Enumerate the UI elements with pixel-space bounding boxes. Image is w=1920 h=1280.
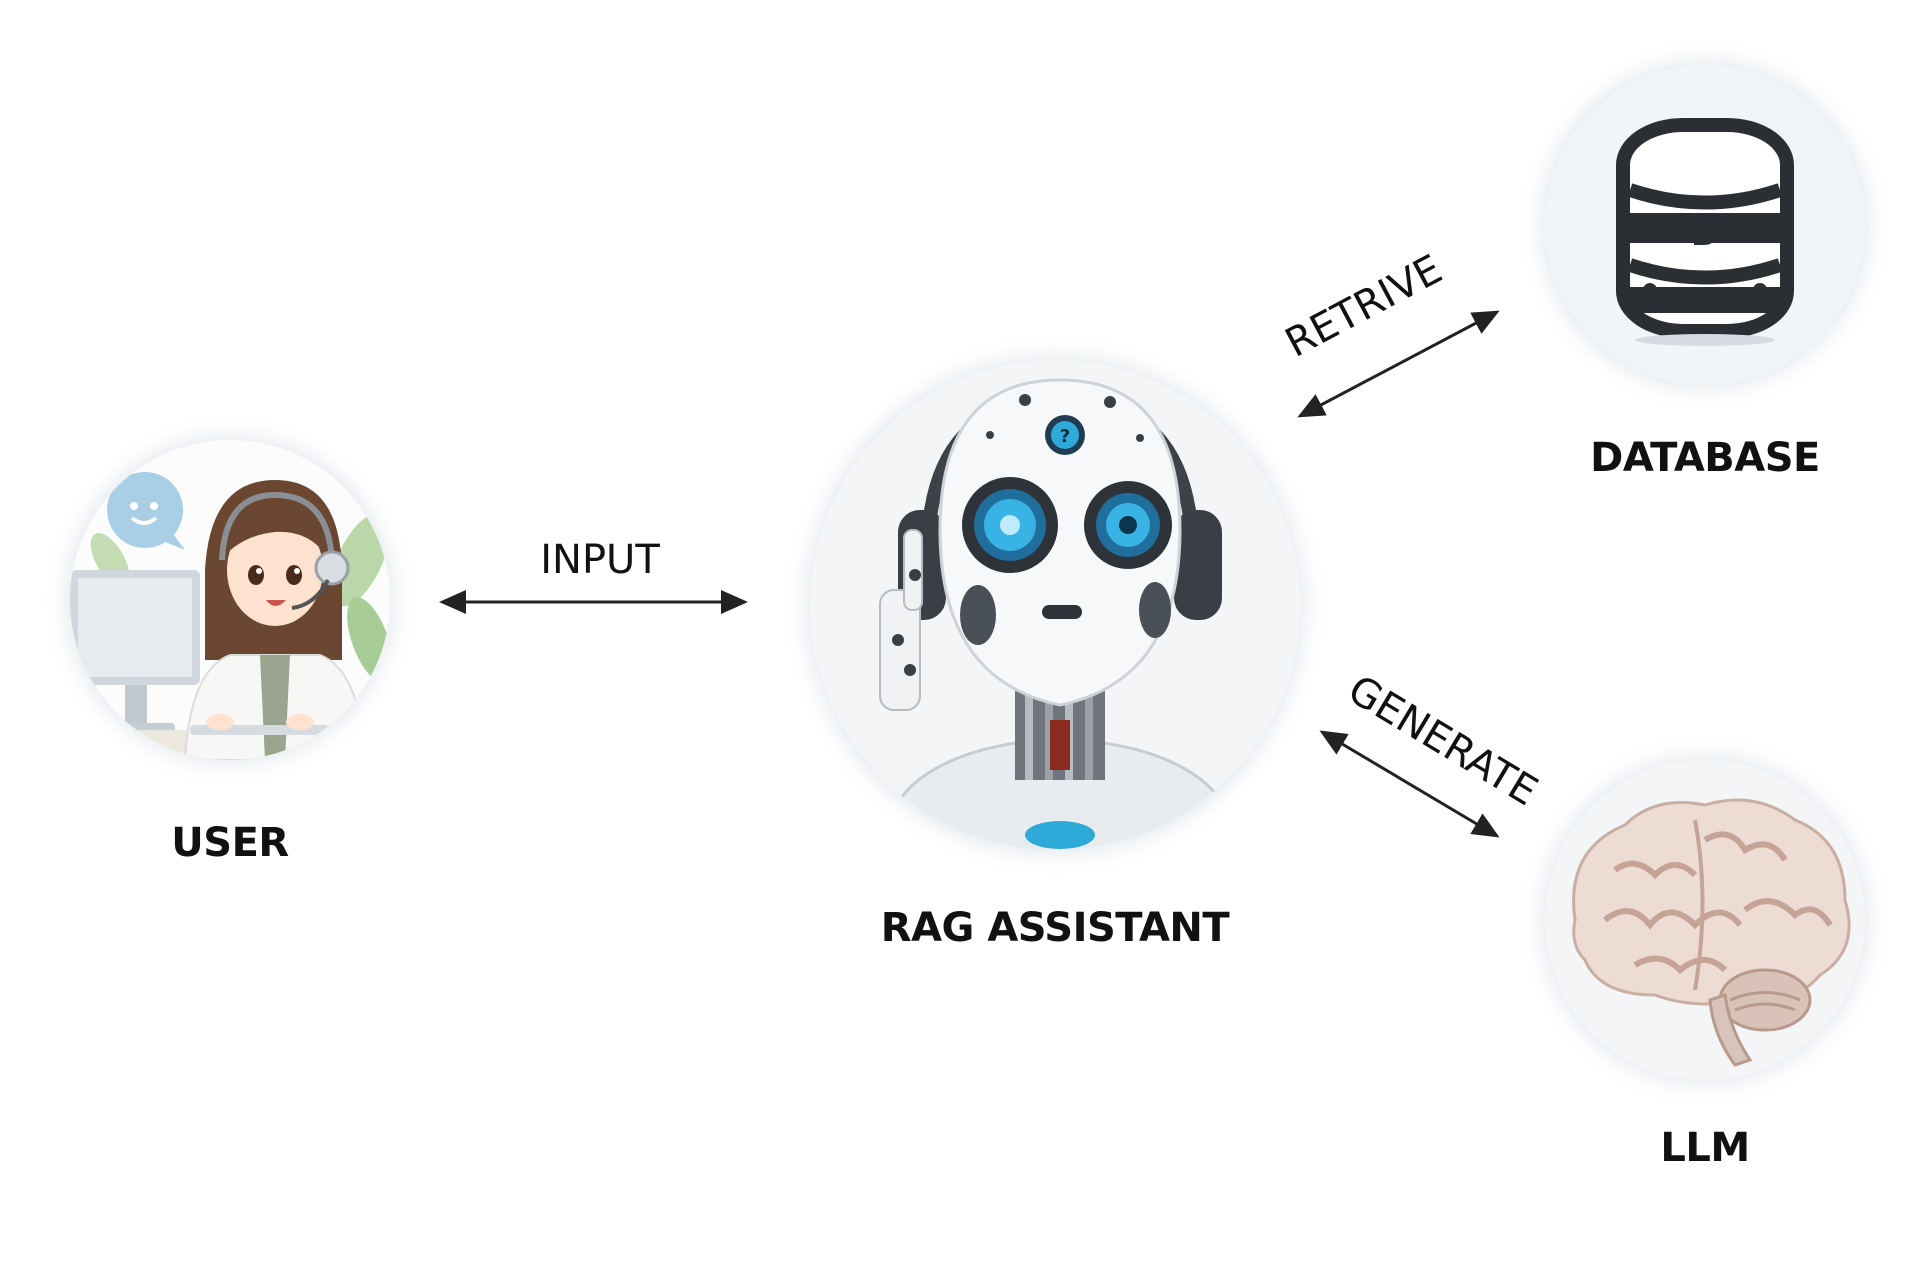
generate-label: GENERATE [1340, 667, 1545, 815]
robot-icon: ? [879, 378, 1232, 850]
database-icon: D [1616, 118, 1794, 346]
assistant-node: ? [810, 360, 1300, 850]
input-label: INPUT [540, 537, 660, 583]
brain-icon [1572, 798, 1851, 1067]
user-with-headset-icon [70, 472, 390, 760]
generate-arrow [1319, 730, 1500, 838]
llm-label: LLM [1660, 1125, 1750, 1171]
database-label: DATABASE [1590, 435, 1820, 481]
assistant-label: RAG ASSISTANT [880, 905, 1230, 951]
user-label: USER [171, 820, 289, 866]
svg-text:D: D [1691, 214, 1719, 254]
llm-node [1545, 760, 1865, 1080]
retrieve-arrow [1297, 310, 1500, 418]
user-node [70, 440, 390, 760]
database-node: D [1545, 65, 1865, 385]
svg-text:?: ? [1060, 426, 1070, 447]
retrieve-label: RETRIVE [1278, 246, 1449, 366]
